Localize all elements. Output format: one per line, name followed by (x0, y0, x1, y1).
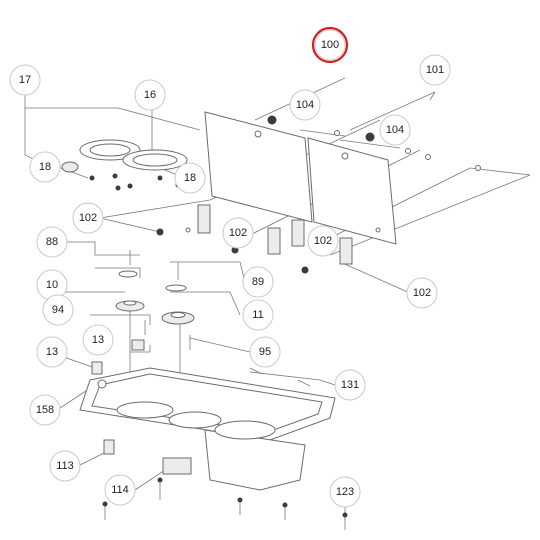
callout-18-left[interactable]: 18 (29, 151, 61, 183)
svg-text:16: 16 (144, 89, 156, 101)
callout-89[interactable]: 89 (242, 266, 274, 298)
glass-lid-right (307, 137, 397, 245)
ignition-module (103, 439, 115, 455)
callout-158[interactable]: 158 (29, 394, 61, 426)
callout-102-d[interactable]: 102 (406, 277, 438, 309)
svg-text:102: 102 (229, 227, 247, 239)
callout-102-c[interactable]: 102 (307, 225, 339, 257)
callout-123[interactable]: 123 (329, 476, 361, 508)
svg-text:94: 94 (52, 304, 64, 316)
svg-text:102: 102 (79, 212, 97, 224)
callout-18-right[interactable]: 18 (174, 162, 206, 194)
pan-supports (61, 139, 188, 191)
svg-text:101: 101 (426, 64, 444, 76)
callout-113[interactable]: 113 (49, 450, 81, 482)
callout-104-right[interactable]: 104 (379, 114, 411, 146)
svg-text:113: 113 (56, 460, 74, 472)
callout-17[interactable]: 17 (9, 64, 41, 96)
svg-text:114: 114 (111, 484, 129, 496)
callout-highlight-ring (311, 26, 349, 64)
callout-131[interactable]: 131 (334, 369, 366, 401)
lid-screw (425, 154, 431, 160)
hinge (291, 219, 305, 247)
svg-text:13: 13 (92, 334, 104, 346)
callout-100[interactable]: 100 (311, 26, 349, 64)
burner-cap (118, 270, 138, 278)
knob (61, 161, 79, 173)
svg-text:13: 13 (46, 346, 58, 358)
sink-hob-unit (79, 339, 336, 491)
lid-bumper (365, 132, 375, 142)
callout-104-left[interactable]: 104 (289, 89, 321, 121)
svg-text:104: 104 (296, 99, 314, 111)
svg-text:102: 102 (413, 287, 431, 299)
svg-text:18: 18 (184, 172, 196, 184)
gas-valve (162, 457, 192, 475)
svg-text:10: 10 (46, 279, 58, 291)
callout-102-a[interactable]: 102 (72, 202, 104, 234)
control-knob-base (91, 361, 103, 375)
callouts: 100 101 104 104 17 16 18 18 (9, 26, 451, 508)
control-knob (131, 339, 145, 351)
callout-101[interactable]: 101 (419, 54, 451, 86)
hinge (197, 204, 211, 234)
hinge (339, 237, 353, 265)
svg-text:100: 100 (321, 39, 339, 51)
svg-text:131: 131 (341, 379, 359, 391)
svg-text:17: 17 (19, 74, 31, 86)
svg-text:104: 104 (386, 124, 404, 136)
callout-114[interactable]: 114 (104, 474, 136, 506)
sink-basin (204, 429, 306, 491)
lid-hole (341, 152, 349, 160)
callout-16[interactable]: 16 (134, 79, 166, 111)
callout-102-b[interactable]: 102 (222, 217, 254, 249)
callout-13-b[interactable]: 13 (36, 336, 68, 368)
glass-lid-assembly (204, 111, 481, 245)
svg-text:11: 11 (252, 309, 263, 321)
svg-text:123: 123 (336, 486, 354, 498)
lid-screw (475, 165, 481, 171)
svg-text:95: 95 (259, 346, 271, 358)
screws (102, 477, 348, 530)
lid-hole (254, 130, 262, 138)
lid-screw (334, 130, 340, 136)
hinges (156, 204, 381, 274)
burner-well-left (116, 401, 174, 419)
svg-text:102: 102 (314, 235, 332, 247)
svg-text:89: 89 (252, 276, 264, 288)
callout-13-a[interactable]: 13 (82, 324, 114, 356)
hob-inner-plate (91, 373, 323, 433)
svg-text:158: 158 (36, 404, 54, 416)
burner-assembly (115, 250, 195, 350)
hinge (267, 227, 281, 255)
lid-screw (405, 148, 411, 154)
callout-88[interactable]: 88 (36, 226, 68, 258)
svg-text:88: 88 (46, 236, 58, 248)
callout-94[interactable]: 94 (42, 294, 74, 326)
callout-95[interactable]: 95 (249, 336, 281, 368)
svg-text:18: 18 (39, 161, 51, 173)
lid-bumper (267, 115, 277, 125)
glass-lid-left (204, 111, 313, 223)
burner-well-right (168, 411, 222, 429)
burner-cap-right (165, 284, 187, 292)
callout-11[interactable]: 11 (242, 299, 274, 331)
